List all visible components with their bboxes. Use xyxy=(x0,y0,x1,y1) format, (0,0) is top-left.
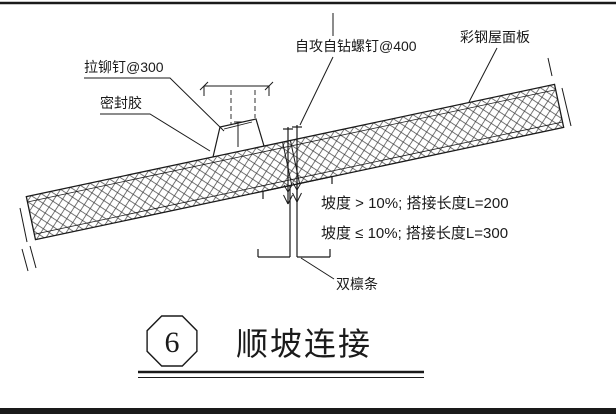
slope-note-gt: 坡度 > 10%; 搭接长度L=200 xyxy=(321,195,509,212)
roof-panel-leader-line xyxy=(468,47,498,103)
panel-lap-joint-line-left xyxy=(282,142,293,186)
rivet-leader-line xyxy=(84,77,225,132)
panel-lap-joint-line-right xyxy=(289,140,301,184)
left-break-marks xyxy=(19,207,37,272)
screw-label: 自攻自钻螺钉@400 xyxy=(295,38,417,54)
screw-leader-line xyxy=(299,56,334,126)
sealant-label: 密封胶 xyxy=(100,95,142,111)
roof-panel-label: 彩钢屋面板 xyxy=(460,29,530,45)
seam-dimension xyxy=(199,81,274,124)
double-purlin-shape xyxy=(257,175,333,258)
purlin-leader-line xyxy=(300,257,335,280)
sealant-leader-line xyxy=(100,113,211,152)
purlin-label: 双檩条 xyxy=(336,276,378,292)
seam-cap xyxy=(212,118,265,158)
right-break-marks xyxy=(547,57,572,127)
figure-number: 6 xyxy=(165,326,180,359)
figure-number-circle xyxy=(146,315,198,367)
rivet-label: 拉铆钉@300 xyxy=(84,59,164,75)
figure-title: 顺坡连接 xyxy=(236,326,372,362)
slope-note-le: 坡度 ≤ 10%; 搭接长度L=300 xyxy=(321,225,508,242)
